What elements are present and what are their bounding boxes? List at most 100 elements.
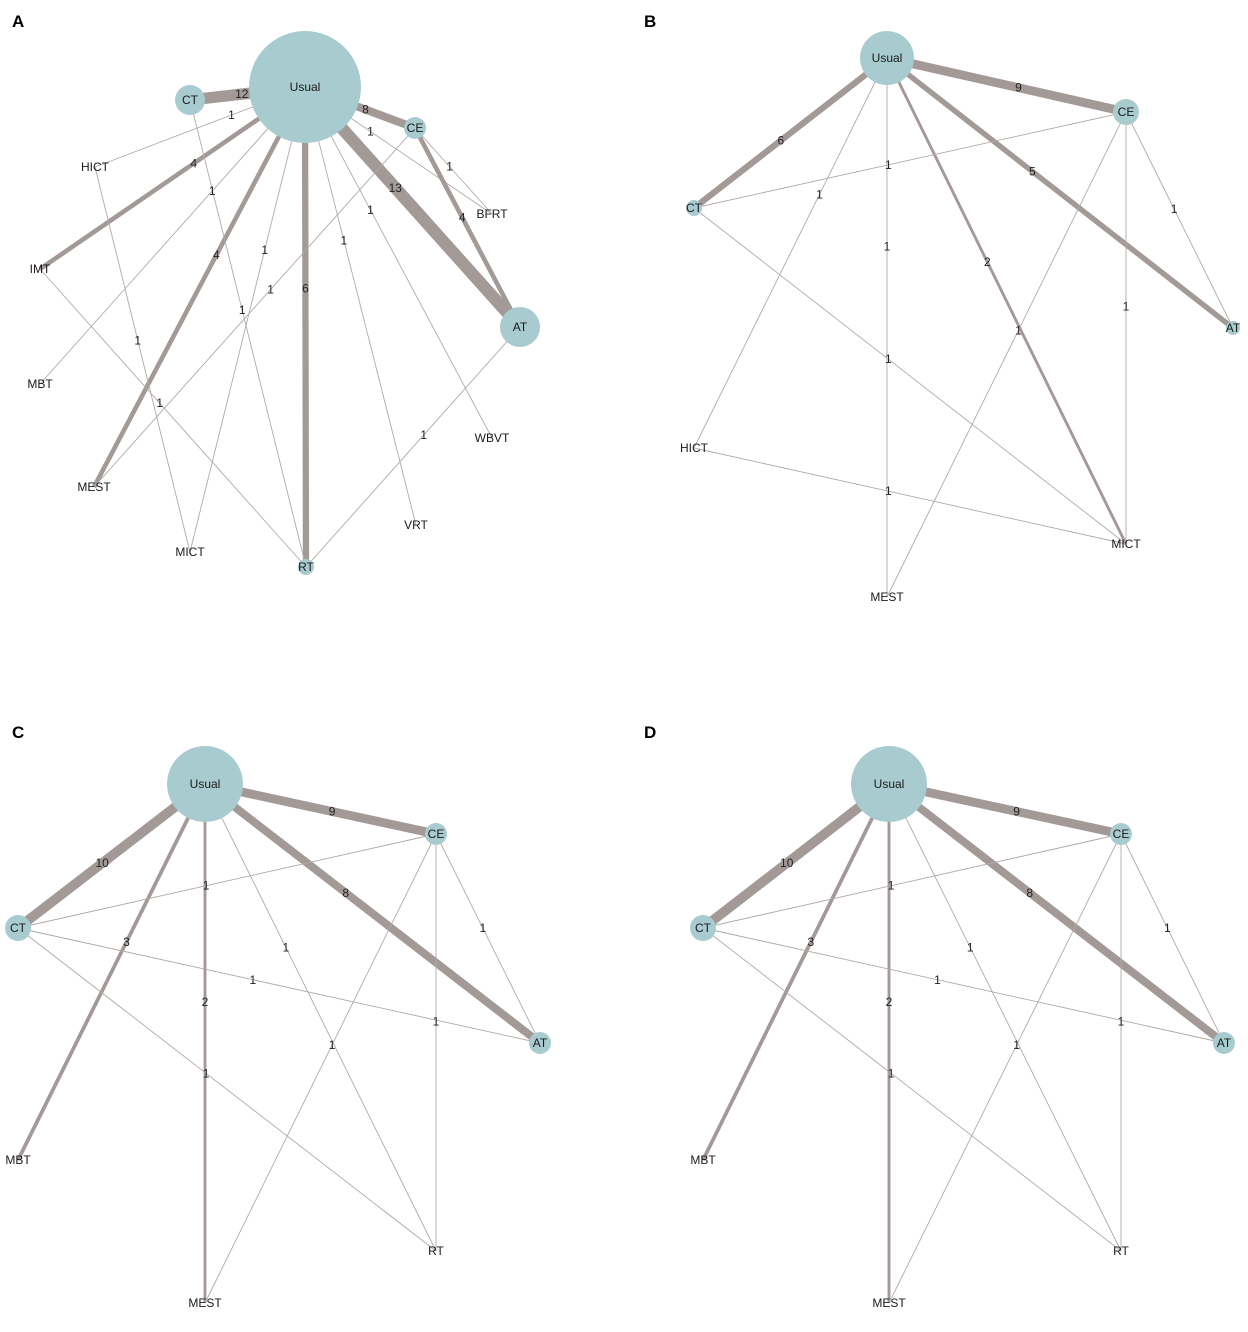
edge-weight-label: 1 xyxy=(885,158,892,172)
edge-ce-mest xyxy=(886,111,1127,598)
panel-letter: D xyxy=(644,723,656,742)
node-circle xyxy=(175,85,205,115)
node-label: Usual xyxy=(874,777,905,791)
edge-weight-label: 4 xyxy=(190,156,197,170)
edge-weight-label: 9 xyxy=(1013,805,1020,819)
edge-weight-label: 1 xyxy=(888,1066,895,1080)
edge-usual-ce xyxy=(204,779,437,839)
node-label: AT xyxy=(1226,321,1241,335)
node-mict: MICT xyxy=(1111,537,1141,551)
node-label: CE xyxy=(428,827,445,841)
edge-weight-label: 1 xyxy=(329,1038,336,1052)
node-circle xyxy=(851,746,927,822)
edge-weight-label: 1 xyxy=(1015,323,1022,337)
edge-weight-label: 1 xyxy=(283,940,290,954)
edge-weight-label: 1 xyxy=(479,921,486,935)
edge-weight-label: 1 xyxy=(228,108,235,122)
edge-usual-ct xyxy=(700,780,892,932)
network-graph-a: AUsualCTCEHICTBFRTIMTATMBTWBVTMESTVRTMIC… xyxy=(12,12,540,575)
node-usual: Usual xyxy=(249,31,361,143)
node-ce: CE xyxy=(425,823,447,845)
node-circle xyxy=(249,31,361,143)
node-usual: Usual xyxy=(851,746,927,822)
edge-weight-label: 1 xyxy=(367,203,374,217)
edge-weight-label: 1 xyxy=(934,973,941,987)
edge-weight-label: 1 xyxy=(446,160,453,174)
node-circle xyxy=(690,915,716,941)
node-circle xyxy=(5,915,31,941)
node-label: IMT xyxy=(30,262,51,276)
edge-ct-ce xyxy=(702,833,1122,929)
node-ct: CT xyxy=(175,85,205,115)
edge-weight-label: 1 xyxy=(888,879,895,893)
node-label: CE xyxy=(407,121,424,135)
node-mict: MICT xyxy=(175,545,205,559)
edge-usual-at xyxy=(886,780,1227,1047)
edge-weight-label: 1 xyxy=(203,879,210,893)
node-label: MBT xyxy=(5,1153,31,1167)
node-circle xyxy=(425,823,447,845)
edge-weight-label: 1 xyxy=(433,1015,440,1029)
edge-usual-ct xyxy=(692,55,889,211)
node-circle xyxy=(298,559,314,575)
node-ct: CT xyxy=(5,915,31,941)
edge-weight-label: 5 xyxy=(1029,164,1036,178)
node-label: MEST xyxy=(77,480,111,494)
node-mbt: MBT xyxy=(5,1153,31,1167)
edge-weight-label: 1 xyxy=(885,352,892,366)
node-circle xyxy=(529,1032,551,1054)
edge-usual-mict xyxy=(189,86,306,553)
edge-ct-rt xyxy=(17,927,437,1252)
node-at: AT xyxy=(500,307,540,347)
edge-weight-label: 1 xyxy=(341,233,348,247)
node-label: CE xyxy=(1113,827,1130,841)
edge-weight-label: 1 xyxy=(1164,921,1171,935)
node-label: MICT xyxy=(175,545,205,559)
node-label: MEST xyxy=(870,590,904,604)
node-usual: Usual xyxy=(167,746,243,822)
node-rt: RT xyxy=(1113,1244,1129,1258)
node-hict: HICT xyxy=(680,441,709,455)
edge-usual-mbt xyxy=(16,783,207,1161)
edges xyxy=(15,779,543,1304)
edge-weight-label: 1 xyxy=(885,484,892,498)
node-vrt: VRT xyxy=(404,518,428,532)
edge-weight-label: 1 xyxy=(1013,1038,1020,1052)
edge-weight-label: 9 xyxy=(1015,81,1022,95)
node-circle xyxy=(1110,823,1132,845)
node-ce: CE xyxy=(1113,99,1139,125)
node-label: HICT xyxy=(680,441,709,455)
node-label: Usual xyxy=(290,80,321,94)
node-circle xyxy=(500,307,540,347)
node-circle xyxy=(686,200,702,216)
edge-usual-ce xyxy=(888,779,1122,839)
edge-usual-wbvt xyxy=(304,86,493,439)
edge-weight-label: 10 xyxy=(780,856,794,870)
node-at: AT xyxy=(1213,1032,1235,1054)
edge-ce-at xyxy=(412,126,523,329)
edge-weight-label: 1 xyxy=(156,396,163,410)
edge-weight-label: 2 xyxy=(984,255,991,269)
node-rt: RT xyxy=(298,559,315,575)
edge-weight-label: 1 xyxy=(203,1066,210,1080)
node-at: AT xyxy=(529,1032,551,1054)
edge-weight-label: 1 xyxy=(209,184,216,198)
node-label: RT xyxy=(298,560,314,574)
node-label: MEST xyxy=(188,1296,222,1310)
edge-at-rt xyxy=(305,326,521,568)
node-label: WBVT xyxy=(475,431,510,445)
edge-ce-mest xyxy=(93,127,416,488)
node-usual: Usual xyxy=(860,31,914,85)
edge-ce-at xyxy=(435,833,541,1044)
edge-weight-label: 1 xyxy=(134,333,141,347)
edges xyxy=(700,779,1227,1304)
node-label: CT xyxy=(10,921,27,935)
node-circle xyxy=(1213,1032,1235,1054)
edge-ct-rt xyxy=(702,927,1122,1252)
